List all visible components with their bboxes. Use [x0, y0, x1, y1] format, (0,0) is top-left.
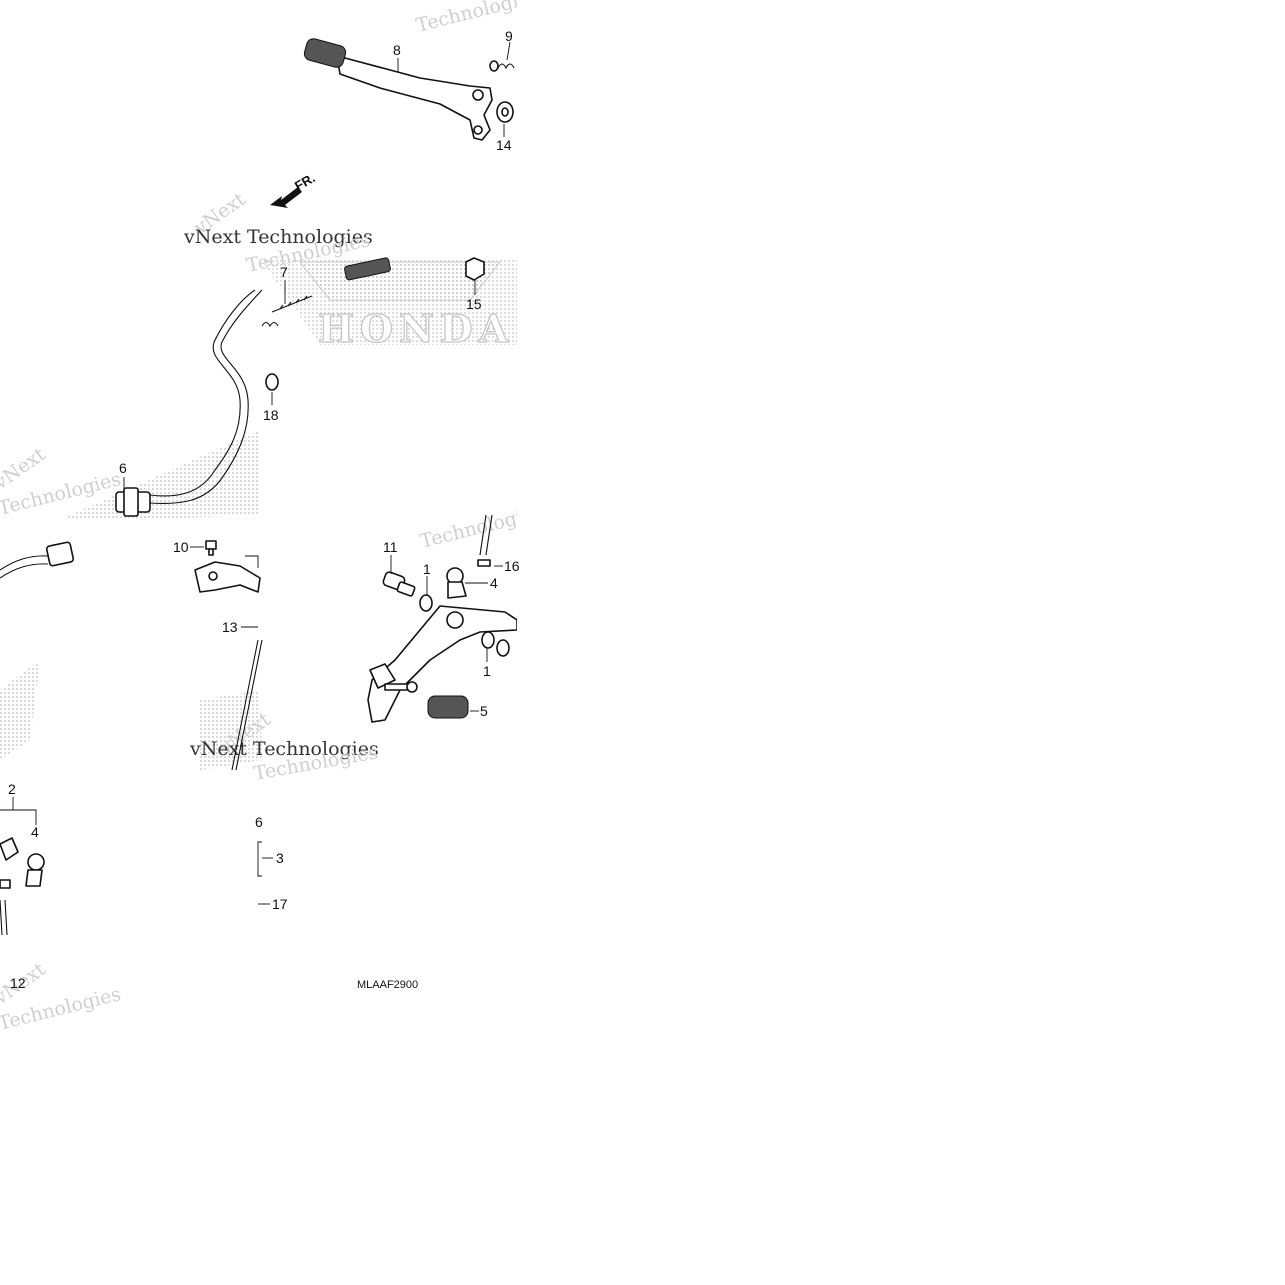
- honda-logo-text: HONDA: [318, 306, 514, 351]
- callout-12: 12: [10, 975, 26, 991]
- joint-4: [446, 567, 467, 599]
- cable-6: [0, 289, 263, 579]
- bolt-10: [205, 540, 217, 556]
- watermark-line-2: vNext Technologies: [189, 738, 379, 760]
- callout-1-upper: 1: [423, 561, 431, 577]
- callouts: 8 9 14 7 15 18 6 10 11 1 16 4 13 1 5 2 4…: [8, 28, 520, 991]
- pivot-bolt-11: [382, 571, 416, 597]
- joint-rod-7: [261, 295, 313, 328]
- callout-17: 17: [272, 896, 288, 912]
- nut-16: [477, 514, 493, 567]
- callout-5: 5: [480, 703, 488, 719]
- callout-3: 3: [276, 850, 284, 866]
- callout-4-right: 4: [490, 575, 498, 591]
- return-spring-9: [489, 60, 515, 72]
- joint-assembly-2: [0, 837, 45, 936]
- watermark-technologies-1: Technologies: [414, 0, 541, 37]
- washer-18: [265, 373, 279, 391]
- pedal-rubber-5: [427, 695, 469, 719]
- callout-8: 8: [393, 42, 401, 58]
- callout-9: 9: [505, 28, 513, 44]
- washer-right: [496, 639, 510, 657]
- rod-adjuster: [344, 257, 391, 281]
- watermark-line-1: vNext Technologies: [183, 226, 373, 248]
- callout-11: 11: [383, 539, 398, 555]
- honda-logo: HONDA: [298, 261, 514, 352]
- callout-10: 10: [173, 539, 189, 555]
- shift-pedal-part: [303, 38, 493, 141]
- callout-2: 2: [8, 781, 16, 797]
- o-ring-1-upper: [419, 594, 433, 612]
- callout-14: 14: [496, 137, 512, 153]
- callout-15: 15: [466, 296, 482, 312]
- nut-15: [465, 257, 485, 281]
- callout-18: 18: [263, 407, 279, 423]
- o-ring-1-lower: [481, 631, 495, 649]
- brake-pedal-part: [367, 605, 517, 723]
- callout-6-upper: 6: [119, 460, 127, 476]
- front-direction-arrow-icon: FR.: [270, 170, 318, 208]
- brake-rod-13: [231, 639, 263, 771]
- drawing-code: MLAAF2900: [357, 979, 418, 991]
- callout-13: 13: [222, 619, 238, 635]
- bracket: [194, 561, 261, 593]
- callout-4-left: 4: [31, 824, 39, 840]
- leader-lines: [0, 41, 511, 905]
- callout-7: 7: [280, 264, 288, 280]
- callout-16: 16: [504, 558, 520, 574]
- callout-6-lower: 6: [255, 814, 263, 830]
- callout-1-lower: 1: [483, 663, 491, 679]
